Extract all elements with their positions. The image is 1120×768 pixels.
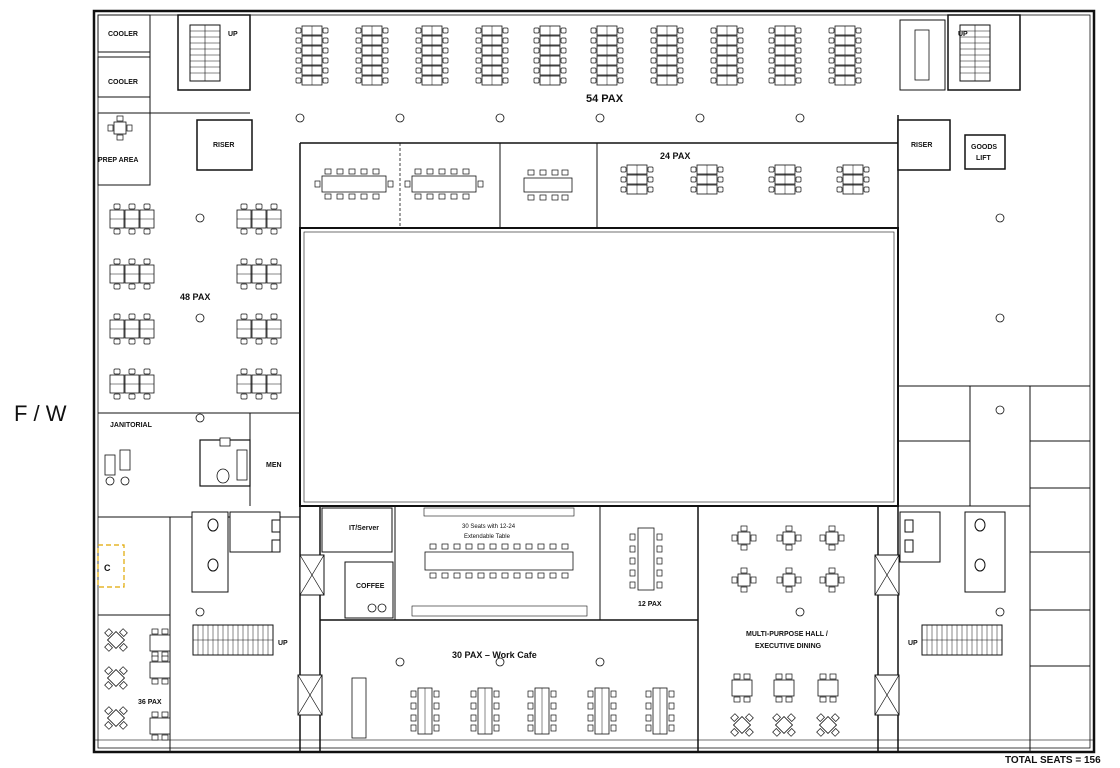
workstations-54-pax — [295, 25, 862, 86]
structural-columns — [195, 113, 1005, 667]
cooler-room-2 — [97, 56, 151, 98]
goods-lift — [964, 134, 1006, 170]
lounge-36-pax — [104, 628, 171, 741]
restroom-block-right — [899, 511, 1006, 593]
c-room-outline — [97, 544, 125, 588]
lift-bottom-right-2 — [874, 674, 900, 716]
side-label-fw: F / W — [14, 401, 67, 426]
c-room-label: C — [104, 563, 111, 573]
zone-label-12-pax: 12 PAX — [638, 601, 662, 608]
goods-lift-label-2: LIFT — [976, 155, 991, 162]
lift-bottom-left-1 — [299, 554, 325, 596]
restroom-fixtures — [216, 437, 248, 484]
multi-purpose-label-1: MULTI-PURPOSE HALL / — [746, 631, 828, 638]
conference-label-1: 30 Seats with 12-24 — [462, 524, 516, 530]
coffee-label: COFFEE — [356, 583, 385, 590]
stair-up-label-bl: UP — [278, 640, 288, 647]
janitorial-fixtures — [104, 449, 131, 486]
riser-right-label: RISER — [911, 142, 932, 149]
riser-right — [897, 119, 951, 171]
cooler-room-1 — [97, 14, 151, 53]
meeting-pod-table — [914, 29, 930, 81]
meeting-room-north-1 — [314, 143, 484, 228]
building-shell — [92, 9, 1096, 754]
zone-label-work-cafe: 30 PAX – Work Cafe — [452, 650, 537, 660]
zone-label-54-pax: 54 PAX — [586, 93, 624, 105]
stair-top-left — [189, 24, 221, 82]
work-cafe-seating — [351, 677, 675, 739]
it-server-label: IT/Server — [349, 525, 379, 532]
conference-label-2: Extendable Table — [464, 534, 511, 540]
meeting-room-12-pax — [629, 527, 663, 591]
stair-bottom-right — [921, 624, 1003, 656]
cooler-label-1: COOLER — [108, 31, 138, 38]
coffee-fixtures — [367, 603, 387, 613]
janitorial-label: JANITORIAL — [110, 422, 153, 429]
zone-label-36-pax: 36 PAX — [138, 699, 162, 706]
stair-up-label-br: UP — [908, 640, 918, 647]
total-seats-label: TOTAL SEATS = 156 — [1005, 755, 1101, 766]
lift-bottom-left-2 — [297, 674, 323, 716]
restroom-block-left — [191, 511, 281, 593]
it-server-room — [321, 507, 393, 553]
riser-left-label: RISER — [213, 142, 234, 149]
workstations-24-pax — [620, 164, 870, 195]
multi-purpose-label-2: EXECUTIVE DINING — [755, 643, 822, 650]
stair-up-label-tl: UP — [228, 31, 238, 38]
lift-bottom-right-1 — [874, 554, 900, 596]
zone-label-24-pax: 24 PAX — [660, 151, 690, 161]
meeting-room-north-2 — [523, 169, 573, 201]
stair-up-label-tr: UP — [958, 31, 968, 38]
zone-label-48-pax: 48 PAX — [180, 292, 210, 302]
stair-bottom-left — [192, 624, 274, 656]
riser-left — [196, 119, 253, 171]
goods-lift-label-1: GOODS — [971, 144, 997, 151]
central-atrium — [299, 227, 899, 507]
cooler-label-2: COOLER — [108, 79, 138, 86]
atrium-inner-edge — [303, 231, 895, 503]
men-room-label: MEN — [266, 462, 282, 469]
prep-area-label: PREP AREA — [98, 157, 138, 164]
conference-table — [411, 507, 588, 617]
